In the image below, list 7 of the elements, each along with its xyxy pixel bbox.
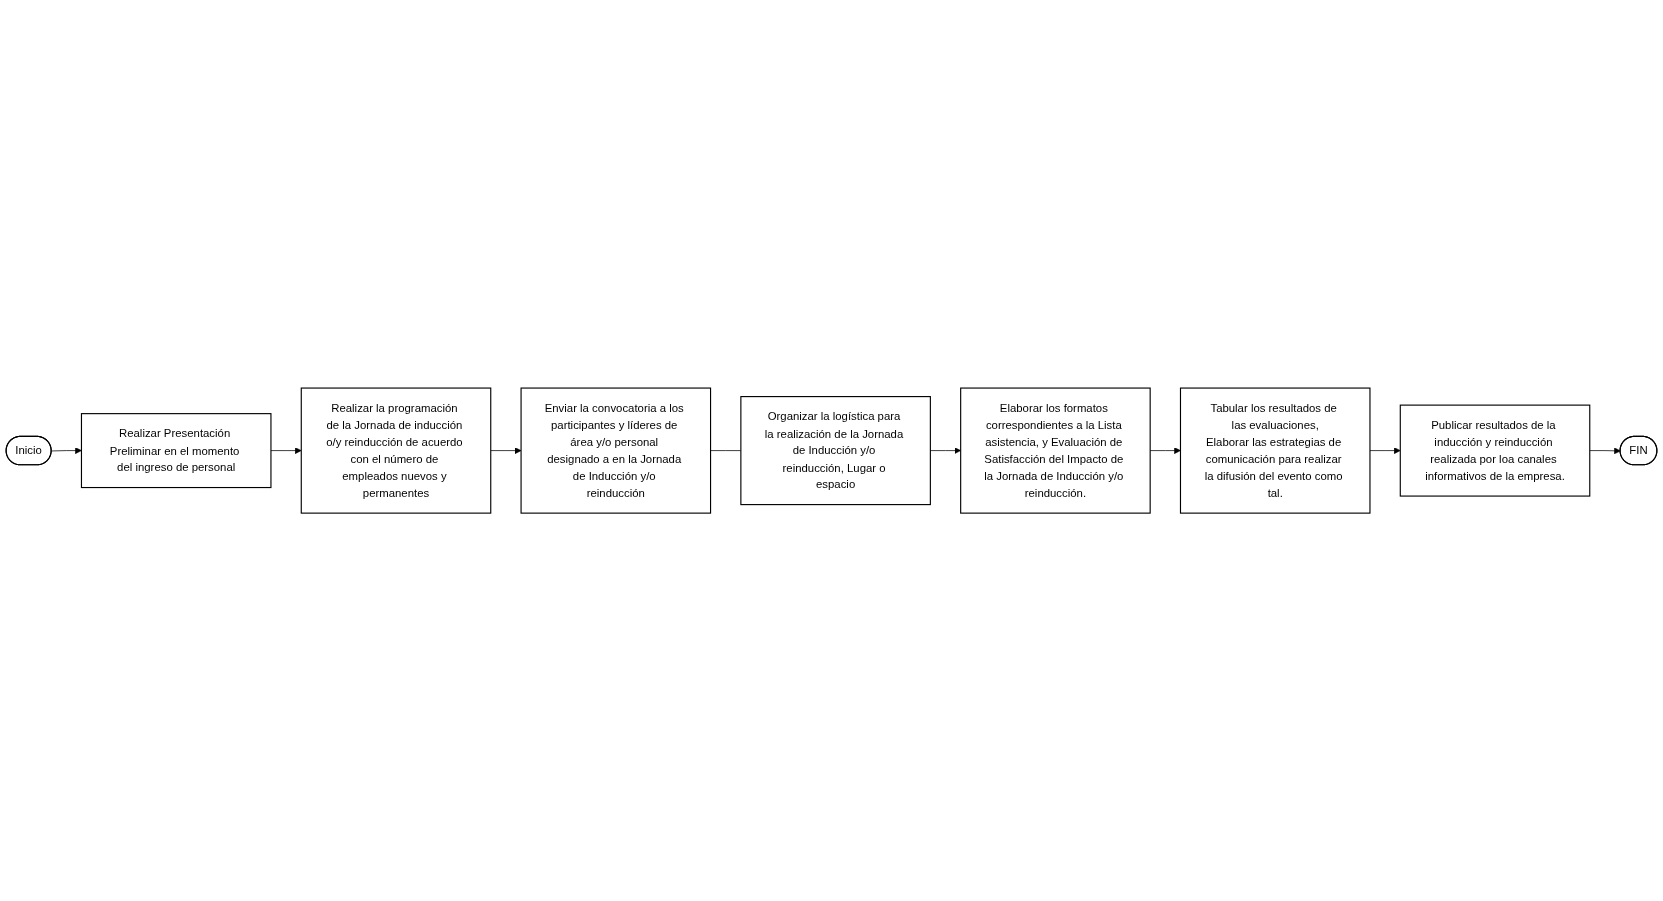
node-box: Enviar la convocatoria a los participantes y líderes de área y/o personal designado a en la Jornada de Inducción y/o reinducción	[520, 387, 712, 514]
node-box: Organizar la logística para la realización de la Jornada de Inducción y/o reinducción, Lugar o espacio	[740, 395, 931, 506]
node-box: Realizar Presentación Preliminar en el momento del ingreso de personal	[80, 413, 272, 488]
node-box: Publicar resultados de la inducción y reinducción realizada por loa canales informativos de la empresa.	[1399, 404, 1591, 497]
node-box: Elaborar los formatos correspondientes a la Lista asistencia, y Evaluación de Satisfacción del Impacto de la Jornada de Inducción y/o reinducción.	[960, 387, 1151, 514]
node-box: Tabular los resultados de las evaluaciones, Elaborar las estrategias de comunicación para realizar la difusión del evento como tal.	[1179, 387, 1371, 514]
node-box: Realizar la programación de la Jornada de inducción o/y reinducción de acuerdo con el número de empleados nuevos y permanentes	[300, 387, 492, 514]
